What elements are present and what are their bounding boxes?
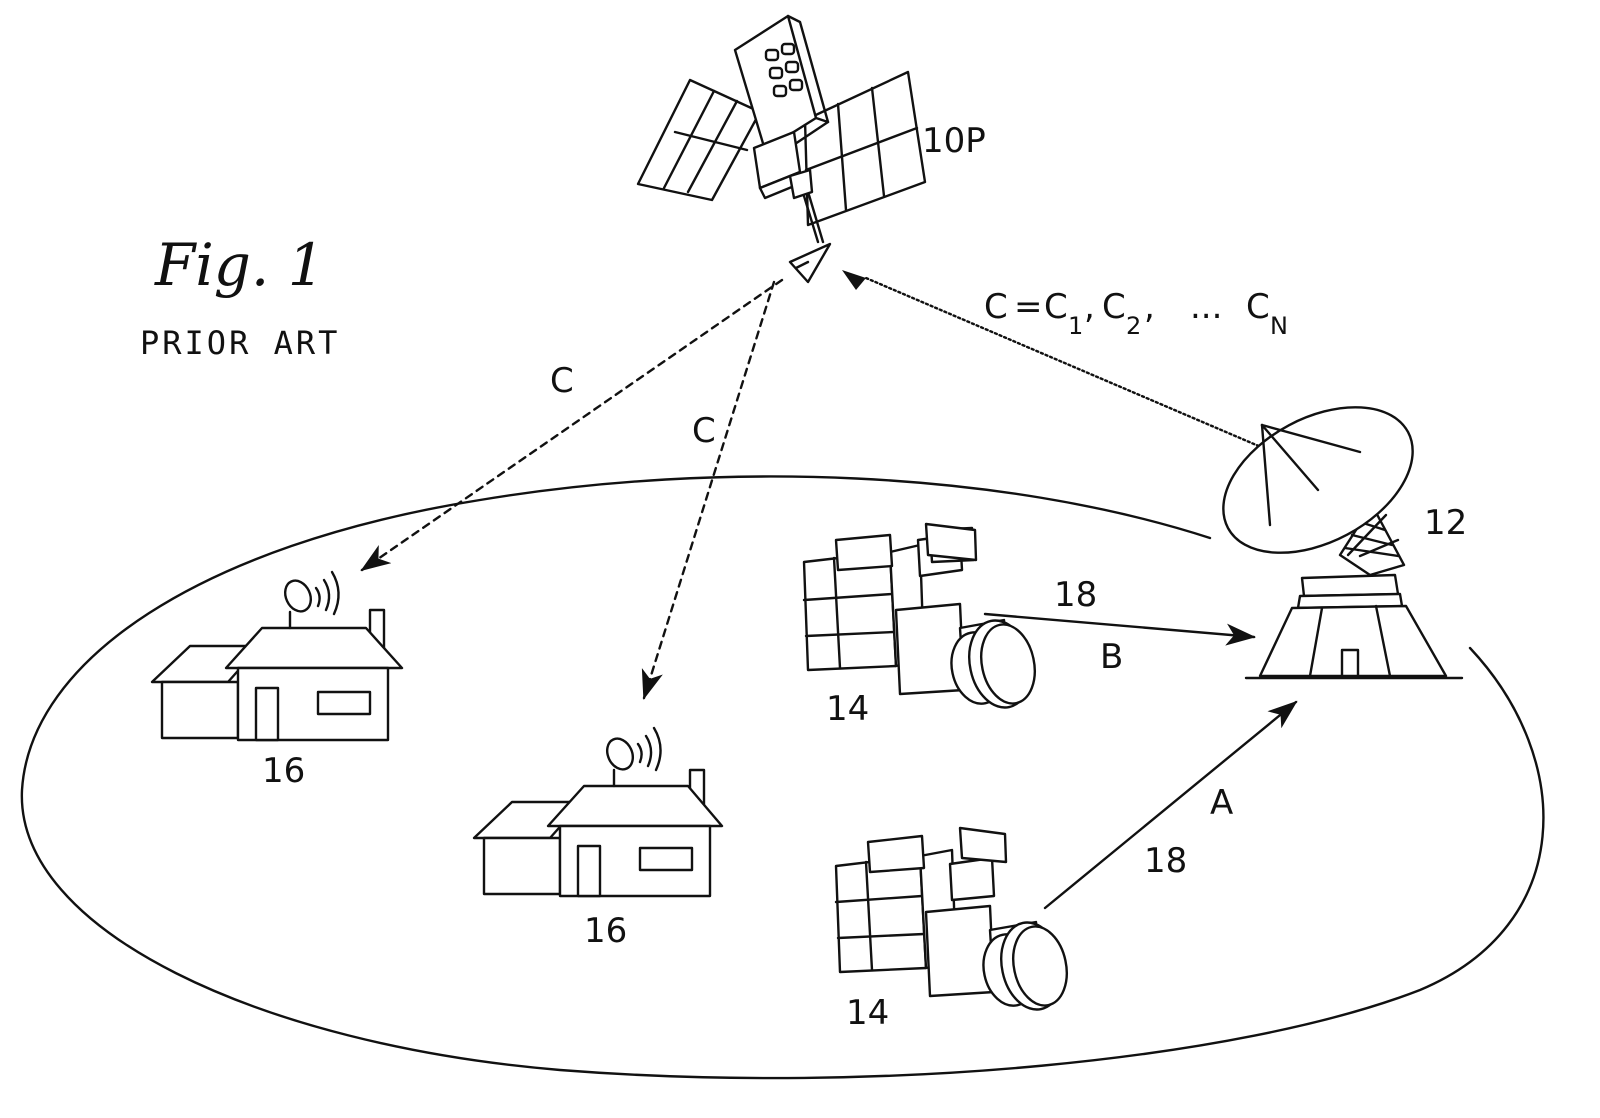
equation-equals: = bbox=[1014, 287, 1043, 327]
equation-comma-1: , bbox=[1084, 287, 1095, 327]
uplink-beam bbox=[842, 270, 1270, 452]
downlink-middle-label: C bbox=[692, 411, 716, 451]
downlink-arrow-left bbox=[360, 278, 784, 572]
link-bottom-label: 18 bbox=[1144, 841, 1187, 881]
house-middle-label: 16 bbox=[584, 911, 627, 951]
station-label: 12 bbox=[1424, 503, 1467, 543]
rooftop-dish-icon bbox=[605, 726, 662, 788]
satellite-icon bbox=[636, 14, 927, 244]
equation-c1-subscript: 1 bbox=[1068, 312, 1083, 340]
figure-title: Fig. 1 bbox=[154, 231, 325, 299]
downlink-left-label: C bbox=[550, 361, 574, 401]
equation-lhs: C bbox=[984, 287, 1008, 327]
earth-station-icon bbox=[1222, 406, 1464, 680]
equation-ellipsis: ... bbox=[1190, 287, 1222, 327]
equation-comma-2: , bbox=[1144, 287, 1155, 327]
house-icon bbox=[472, 768, 724, 898]
uplink-equation: C = C 1 , C 2 , ... C N bbox=[984, 287, 1288, 340]
house-left-label: 16 bbox=[262, 751, 305, 791]
equation-c2: C bbox=[1102, 287, 1126, 327]
signal-a-label: A bbox=[1210, 783, 1233, 823]
camera-top-label: 14 bbox=[826, 689, 869, 729]
equation-cn-subscript: N bbox=[1270, 312, 1288, 340]
signal-b-label: B bbox=[1100, 637, 1123, 677]
coverage-region-outline bbox=[20, 475, 1545, 1080]
equation-c1: C bbox=[1044, 287, 1068, 327]
link-arrow-a bbox=[1043, 700, 1298, 910]
equation-c2-subscript: 2 bbox=[1126, 312, 1141, 340]
satellite-label: 10P bbox=[922, 121, 986, 161]
video-camera-icon bbox=[802, 522, 1036, 709]
link-top-label: 18 bbox=[1054, 575, 1097, 615]
link-arrow-b bbox=[983, 612, 1256, 646]
equation-cn: C bbox=[1246, 287, 1270, 327]
camera-bottom-label: 14 bbox=[846, 993, 889, 1033]
downlink-arrow-middle bbox=[641, 280, 776, 700]
rooftop-dish-icon bbox=[283, 570, 340, 630]
house-icon bbox=[150, 608, 404, 742]
video-camera-icon bbox=[834, 826, 1068, 1011]
figure-subtitle: PRIOR ART bbox=[140, 324, 340, 362]
dish-antenna-icon bbox=[788, 242, 832, 284]
